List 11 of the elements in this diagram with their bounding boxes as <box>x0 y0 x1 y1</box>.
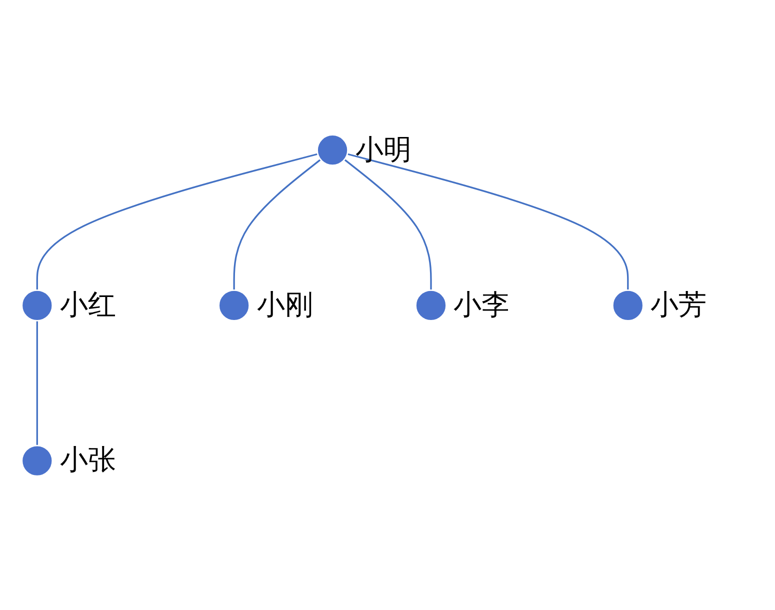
name-label: 小李 <box>454 288 510 322</box>
name-label: 小明 <box>355 132 412 167</box>
name-label: 小张 <box>60 443 116 478</box>
name-label: 小芳 <box>650 288 707 322</box>
connector-line <box>343 158 432 290</box>
connector-line <box>346 152 628 290</box>
name-label: 小红 <box>60 288 116 322</box>
connector-line <box>36 320 38 446</box>
connector-line <box>36 152 318 290</box>
name-label: 小刚 <box>256 288 313 322</box>
connector-line <box>232 158 321 290</box>
